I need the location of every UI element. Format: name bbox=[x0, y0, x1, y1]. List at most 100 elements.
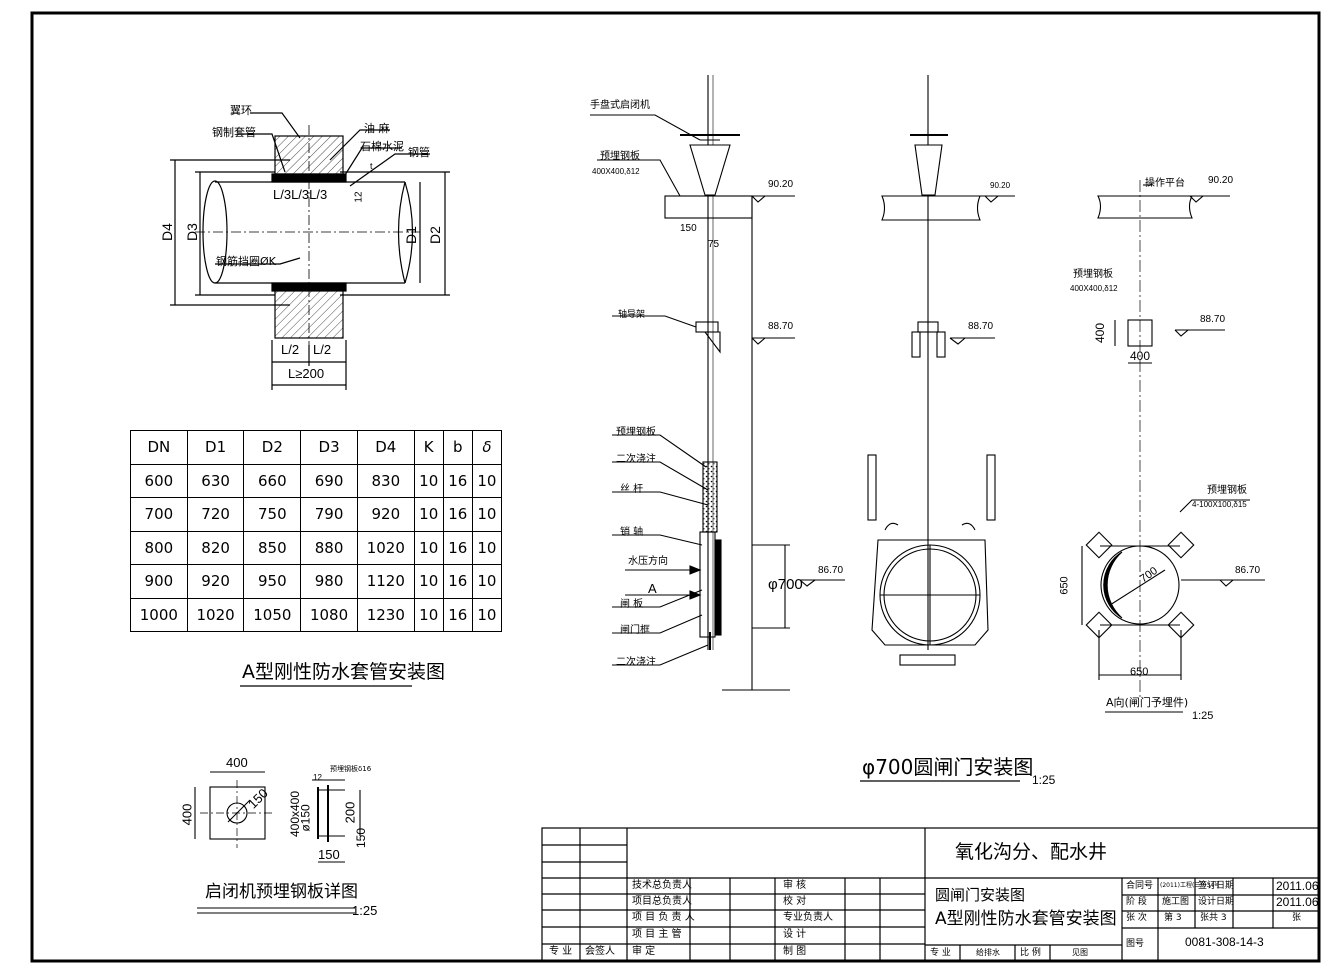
elev-88-70-front: 88.70 bbox=[968, 321, 994, 332]
elev-90-20-front: 90.20 bbox=[990, 181, 1011, 190]
table-cell: 10 bbox=[413, 564, 444, 599]
d3-label: D3 bbox=[183, 223, 200, 241]
role-right: 设 计 bbox=[783, 929, 807, 940]
table-cell: 1050 bbox=[243, 597, 302, 632]
table-row: 1000 1020 1050 1080 1230 10 16 10 bbox=[130, 597, 503, 632]
plate-150w-dim: 150 bbox=[318, 847, 340, 862]
role-left: 项 目 负 责 人 bbox=[632, 912, 695, 923]
a-dim-400-h: 400 bbox=[1130, 349, 1151, 363]
drawing-name-2: A型刚性防水套管安装图 bbox=[935, 909, 1117, 929]
oakum-label: 油 麻 bbox=[364, 122, 390, 135]
total-unit: 张 bbox=[1292, 913, 1302, 923]
table-cell: 630 bbox=[186, 463, 245, 498]
sheet-label: 张 次 bbox=[1126, 913, 1147, 923]
table-header: DN bbox=[130, 430, 188, 465]
sign-date-label: 签订日期 bbox=[1198, 881, 1235, 891]
gate-a-view bbox=[1081, 180, 1265, 713]
table-cell: 830 bbox=[356, 463, 415, 498]
table-cell: 16 bbox=[442, 497, 473, 532]
ratio-label: 比 例 bbox=[1020, 948, 1041, 958]
a-view-mark: A bbox=[648, 581, 657, 596]
wing-ring-label: 翼环 bbox=[230, 104, 252, 117]
drawing-no-label: 图号 bbox=[1126, 939, 1145, 949]
gate-plate-label: 闸 板 bbox=[620, 599, 644, 610]
table-header: K bbox=[413, 430, 444, 465]
gate-side-view bbox=[590, 75, 845, 691]
stage-value: 施工图 bbox=[1162, 897, 1190, 907]
steel-sleeve-label: 钢制套管 bbox=[212, 126, 256, 139]
gate-frame-label: 闸门框 bbox=[620, 625, 650, 636]
table-cell: 16 bbox=[442, 597, 473, 632]
table-cell: 950 bbox=[243, 564, 302, 599]
table-row: 600 630 660 690 830 10 16 10 bbox=[130, 463, 503, 498]
design-date-value: 2011.06 bbox=[1276, 895, 1319, 909]
table-cell: 10 bbox=[413, 463, 444, 498]
role-right: 专业负责人 bbox=[783, 912, 833, 923]
table-cell: 980 bbox=[300, 564, 358, 599]
table-cell: 16 bbox=[442, 564, 473, 599]
a-plate2-label: 预埋钢板 bbox=[1207, 485, 1247, 496]
discipline-label: 专 业 bbox=[549, 946, 573, 957]
twelve-mark: 12 bbox=[353, 191, 365, 203]
elev-88-70-a: 88.70 bbox=[1200, 314, 1226, 325]
table-cell: 790 bbox=[300, 497, 358, 532]
elev-88-70-side: 88.70 bbox=[768, 321, 794, 332]
table-cell: 10 bbox=[471, 463, 503, 498]
table-cell: 1000 bbox=[130, 597, 188, 632]
screw-label: 丝 杆 bbox=[620, 484, 644, 495]
elev-86-70-side: 86.70 bbox=[818, 565, 844, 576]
sleeve-drawing-title: A型刚性防水套管安装图 bbox=[242, 661, 445, 683]
total-label: 张共 3 bbox=[1200, 913, 1227, 923]
contract-value: (2011)工程(三)034号 bbox=[1160, 882, 1221, 889]
table-cell: 1080 bbox=[300, 597, 358, 632]
a-plate-label: 预埋钢板 bbox=[1073, 269, 1113, 280]
table-cell: 10 bbox=[471, 497, 503, 532]
guide-label: 轴导架 bbox=[618, 310, 646, 320]
sleeve-dimension-table: DN D1 D2 D3 D4 K b δ 600 630 660 690 830… bbox=[130, 430, 503, 632]
table-cell: 920 bbox=[356, 497, 415, 532]
table-header: b bbox=[442, 430, 473, 465]
table-cell: 10 bbox=[471, 564, 503, 599]
flow-direction-label: 水压方向 bbox=[628, 556, 668, 567]
table-header: D2 bbox=[243, 430, 302, 465]
a-dim-650-h: 650 bbox=[1130, 666, 1149, 678]
role-left: 审 定 bbox=[632, 946, 656, 957]
table-cell: 10 bbox=[413, 597, 444, 632]
table-cell: 10 bbox=[413, 497, 444, 532]
a-plate-size: 400X400,δ12 bbox=[1070, 284, 1118, 293]
platform-label: 操作平台 bbox=[1145, 178, 1185, 189]
table-cell: 16 bbox=[442, 530, 473, 565]
plate-thickness-note: 预埋钢板δ16 bbox=[330, 765, 372, 773]
table-cell: 1230 bbox=[356, 597, 415, 632]
plate-height-dim: 400 bbox=[179, 803, 195, 826]
table-cell: 900 bbox=[130, 564, 188, 599]
bottom-discipline-label: 专 业 bbox=[930, 948, 951, 958]
sleeve-detail bbox=[170, 112, 450, 390]
d2-label: D2 bbox=[426, 226, 443, 244]
plate-drawing-title: 启闭机预埋钢板详图 bbox=[205, 882, 358, 902]
plate-mid-label: 预埋钢板 bbox=[616, 427, 656, 438]
gate-drawing-scale: 1:25 bbox=[1032, 773, 1056, 787]
table-cell: 700 bbox=[130, 497, 188, 532]
a-view-scale: 1:25 bbox=[1192, 710, 1214, 722]
pin-label: 销 轴 bbox=[620, 527, 644, 538]
plate-t12-dim: 12 bbox=[313, 773, 322, 782]
role-right: 审 核 bbox=[783, 880, 807, 891]
a-plate2-size: 4-100X100,δ15 bbox=[1192, 500, 1247, 509]
drawing-name-1: 圆闸门安装图 bbox=[935, 886, 1026, 904]
role-left: 项目总负责人 bbox=[632, 896, 692, 907]
bottom-discipline-value: 给排水 bbox=[976, 948, 1000, 957]
l2-right-label: L/2 bbox=[313, 342, 332, 357]
grout-bottom-label: 二次浇注 bbox=[616, 657, 656, 668]
l-min-label: L≥200 bbox=[288, 366, 325, 381]
table-cell: 850 bbox=[243, 530, 302, 565]
d1-label: D1 bbox=[402, 226, 419, 244]
plate-phi-dim: ø150 bbox=[298, 804, 313, 832]
table-header: δ bbox=[471, 430, 503, 465]
contract-label: 合同号 bbox=[1126, 881, 1154, 891]
table-cell: 1120 bbox=[356, 564, 415, 599]
table-cell: 690 bbox=[300, 463, 358, 498]
hoist-label: 手盘式启闭机 bbox=[590, 100, 650, 111]
steel-pipe-label: 钢管 bbox=[408, 146, 430, 159]
